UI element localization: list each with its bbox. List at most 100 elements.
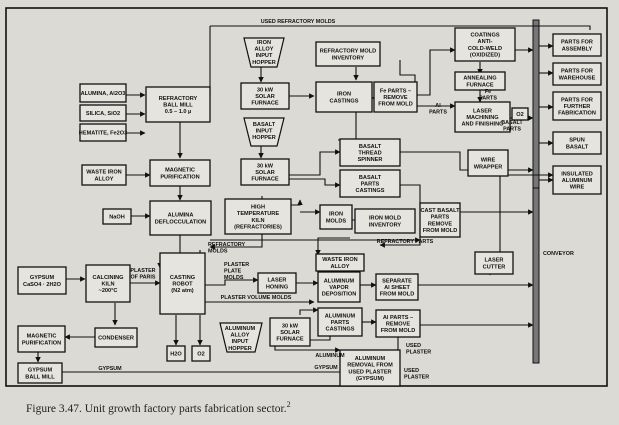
text-line: Al PARTS –: [383, 315, 413, 321]
text-line: PLASTER: [130, 268, 155, 274]
text-line: FURNACE: [251, 101, 279, 107]
text-line: H2O: [170, 352, 182, 358]
text-line: HEMATITE, Fe2O3: [79, 131, 127, 137]
text-line: IRON: [257, 40, 271, 46]
text-line: PARTS FOR: [561, 69, 593, 75]
box-h2o: H2O: [166, 345, 186, 362]
text-line: LASER: [268, 278, 287, 284]
text-line: DEPOSITION: [322, 292, 357, 298]
text-line: HOPPER: [252, 60, 276, 66]
figure-caption: Figure 3.47. Unit growth factory parts f…: [26, 400, 291, 415]
text-line: AND FINISHING: [462, 122, 504, 128]
text-line: NaOH: [109, 215, 125, 221]
text-line: BALL MILL: [163, 103, 193, 109]
text-line: INVENTORY: [332, 55, 365, 61]
text-line: O2: [197, 352, 204, 358]
text-line: ALUMINA: [168, 213, 194, 219]
text-line: WRAPPER: [474, 164, 503, 170]
text-line: BASALT: [253, 122, 276, 128]
text-line: ANTI-: [478, 39, 493, 45]
text-line: THREAD: [358, 151, 381, 157]
text-line: CaSO4 · 2H2O: [23, 282, 62, 288]
text-line: GYPSUM: [30, 275, 55, 281]
text-line: (GYPSUM): [356, 376, 384, 382]
text-line: (OXIDIZED): [470, 52, 500, 58]
text-line: SOLAR: [280, 330, 300, 336]
text-line: BALL MILL: [25, 374, 55, 380]
text-line: PARTS FOR: [561, 97, 593, 103]
text-line: MOLDS: [208, 249, 228, 255]
label-refractory-parts: REFRACTORY PARTS: [377, 239, 434, 245]
text-line: OF PARIS: [130, 275, 155, 281]
text-line: FURNACE: [251, 177, 279, 183]
text-line: CUTTER: [483, 264, 506, 270]
text-line: WAREHOUSE: [559, 75, 596, 81]
text-line: WIRE: [570, 185, 585, 191]
text-line: GYPSUM: [28, 368, 53, 374]
label-aluminum: ALUMINUM: [315, 353, 345, 359]
text-line: LASER: [485, 258, 504, 264]
text-line: CASTINGS: [330, 98, 359, 104]
text-line: INSULATED: [561, 171, 593, 177]
text-line: CAST BASALT: [420, 208, 460, 214]
text-line: SEPARATE: [382, 278, 412, 284]
text-line: O2: [516, 112, 523, 118]
text-line: USED: [406, 343, 421, 349]
text-line: 0.5 – 1.0 µ: [165, 109, 192, 115]
text-line: DEFLOCCULATION: [155, 219, 206, 225]
text-line: PURIFICATION: [160, 174, 199, 180]
text-line: Al: [435, 103, 441, 109]
text-line: FABRICATION: [558, 111, 596, 117]
text-line: ALUMINUM: [562, 178, 593, 184]
box-condenser: CONDENSER: [94, 327, 138, 348]
text-line: PARTS: [503, 127, 521, 133]
box-naoh: NaOH: [102, 208, 132, 225]
text-line: PARTS: [331, 320, 350, 326]
text-line: CASTINGS: [326, 327, 355, 333]
text-line: ALLOY: [95, 176, 114, 182]
text-line: (REFRACTORIES): [234, 224, 282, 230]
text-line: REMOVE: [428, 221, 453, 227]
text-line: 30 kW: [257, 87, 274, 93]
text-line: ANNEALING: [463, 76, 496, 82]
text-line: ~200°C: [99, 288, 118, 294]
text-line: FROM MOLD: [423, 228, 458, 234]
text-line: INPUT: [256, 129, 273, 135]
label-used-refractory-molds: USED REFRACTORY MOLDS: [261, 19, 336, 25]
text-line: (N2 atm): [171, 288, 194, 294]
text-line: KILN: [101, 282, 114, 288]
text-line: ROBOT: [172, 282, 193, 288]
text-line: ALUMINUM: [324, 278, 355, 284]
text-line: PARTS: [361, 182, 380, 188]
outer-frame: [5, 7, 608, 387]
text-line: VAPOR: [329, 285, 348, 291]
text-line: PLASTER: [406, 350, 431, 356]
text-line: ALUMINUM: [225, 326, 256, 332]
text-line: COATINGS: [470, 33, 499, 39]
text-line: ALLOY: [255, 47, 274, 53]
text-line: ALLOY: [231, 333, 250, 339]
box-silica: SILICA, SiO2: [79, 104, 127, 122]
text-line: PLATE: [224, 269, 242, 275]
caption-footnote: 2: [286, 400, 291, 409]
